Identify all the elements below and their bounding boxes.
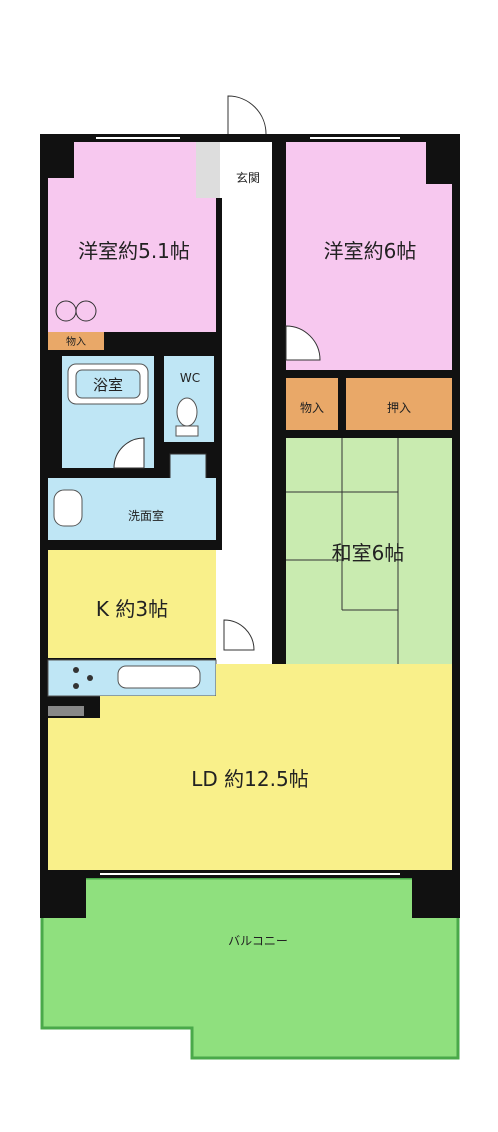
western-room-2: 洋室約6帖 — [285, 142, 452, 370]
storage-1: 物入 — [48, 300, 104, 350]
western-room-1: 洋室約5.1帖 — [48, 142, 216, 332]
japanese-room: 和室6帖 — [286, 438, 452, 664]
bathroom-label: 浴室 — [93, 376, 123, 394]
kitchen-label: K 約3帖 — [96, 597, 168, 621]
oshiire-label: 押入 — [387, 401, 411, 415]
balcony-label: バルコニー — [228, 934, 288, 948]
storage-2-label: 物入 — [300, 401, 324, 415]
western-room-1-label: 洋室約5.1帖 — [78, 239, 190, 263]
living-dining-label: LD 約12.5帖 — [191, 767, 308, 791]
living-dining: LD 約12.5帖 — [48, 619, 452, 870]
bathroom: 浴室 — [62, 356, 154, 469]
entrance: 玄関 — [196, 95, 272, 198]
windows — [96, 137, 400, 875]
wc-room: WC — [164, 356, 214, 487]
entrance-label: 玄関 — [236, 170, 260, 185]
pillars — [40, 134, 460, 918]
japanese-room-label: 和室6帖 — [332, 541, 405, 565]
storage-2: 物入 — [286, 378, 338, 430]
western-room-2-label: 洋室約6帖 — [324, 239, 417, 263]
hallway — [222, 198, 272, 618]
washroom-label: 洗面室 — [128, 508, 164, 523]
washroom: 洗面室 — [48, 478, 216, 540]
balcony-area: バルコニー — [40, 876, 460, 1060]
wc-label: WC — [180, 371, 200, 385]
hallway-lower — [216, 550, 272, 670]
oshiire: 押入 — [346, 378, 452, 430]
storage-1-label: 物入 — [66, 335, 86, 348]
kitchen: K 約3帖 — [47, 550, 217, 697]
